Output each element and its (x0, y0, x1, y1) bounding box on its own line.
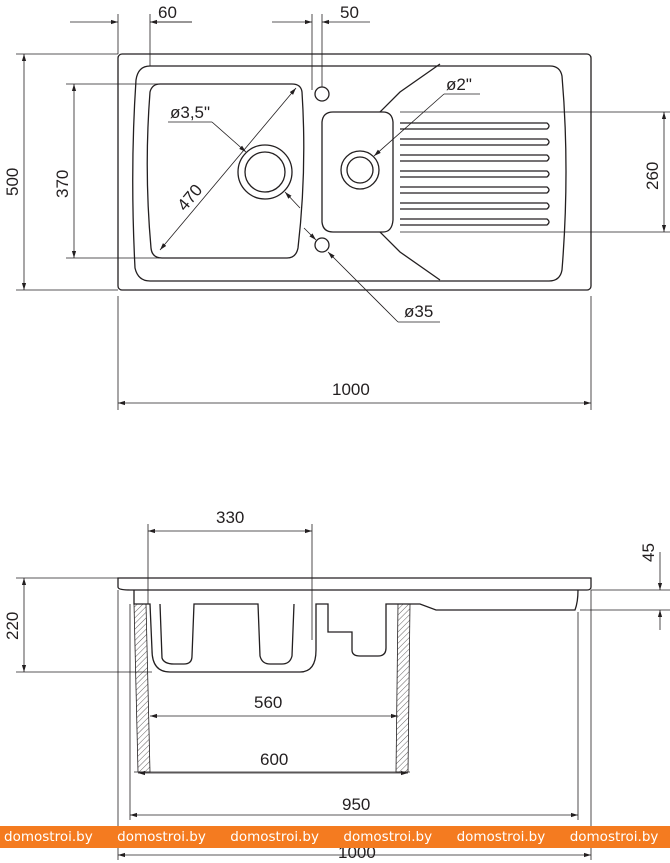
small-bowl (321, 111, 394, 233)
dim-overall-width-top: 1000 (332, 380, 370, 399)
dim-faucet-hole-offset: 50 (340, 3, 359, 22)
sink-outline (117, 53, 592, 291)
cabinet-side-left (133, 603, 151, 773)
drainer-grooves (400, 122, 550, 226)
watermark-text: domostroi.by (230, 829, 319, 845)
cabinet-side-right (395, 603, 411, 773)
dim-bowl-depth: 370 (53, 170, 72, 198)
inner-rim (132, 65, 567, 282)
side-view: 330 45 220 560 600 950 1000 (3, 508, 670, 862)
dim-cutout-width: 950 (342, 795, 370, 814)
faucet-hole (314, 86, 330, 102)
dim-edge-offset-left: 60 (158, 3, 177, 22)
small-drain-inner (346, 156, 374, 184)
dim-cabinet-width: 600 (260, 750, 288, 769)
small-drain-outer (340, 150, 380, 190)
watermark-text: domostroi.by (569, 829, 659, 845)
watermark-text: domostroi.by (456, 829, 546, 845)
dim-bowl-width: 330 (216, 508, 244, 527)
overflow-hole (314, 237, 330, 253)
large-drain-outer (237, 144, 293, 200)
top-view: 60 50 500 370 470 ø3,5" ø2" 260 (3, 3, 670, 410)
dim-base-width: 560 (254, 693, 282, 712)
dim-drain-large: ø3,5" (170, 103, 210, 122)
dim-total-height: 220 (3, 612, 22, 640)
drainer-area (379, 63, 441, 281)
large-drain-inner (244, 151, 286, 193)
dim-rim-height: 45 (639, 543, 658, 562)
large-bowl (146, 83, 305, 259)
side-profile (133, 589, 579, 673)
side-rim (117, 577, 592, 591)
dim-overflow-hole: ø35 (404, 302, 433, 321)
watermark-text: domostroi.by (343, 829, 433, 845)
dim-drainer-depth: 260 (643, 162, 662, 190)
dim-bowl-diagonal: 470 (174, 181, 207, 215)
watermark-text: domostroi.by (4, 829, 93, 845)
watermark-band: domostroi.by domostroi.by domostroi.by d… (0, 826, 670, 848)
dim-overall-depth: 500 (3, 168, 22, 196)
dim-drain-small: ø2" (446, 75, 472, 94)
watermark-text: domostroi.by (117, 829, 206, 845)
